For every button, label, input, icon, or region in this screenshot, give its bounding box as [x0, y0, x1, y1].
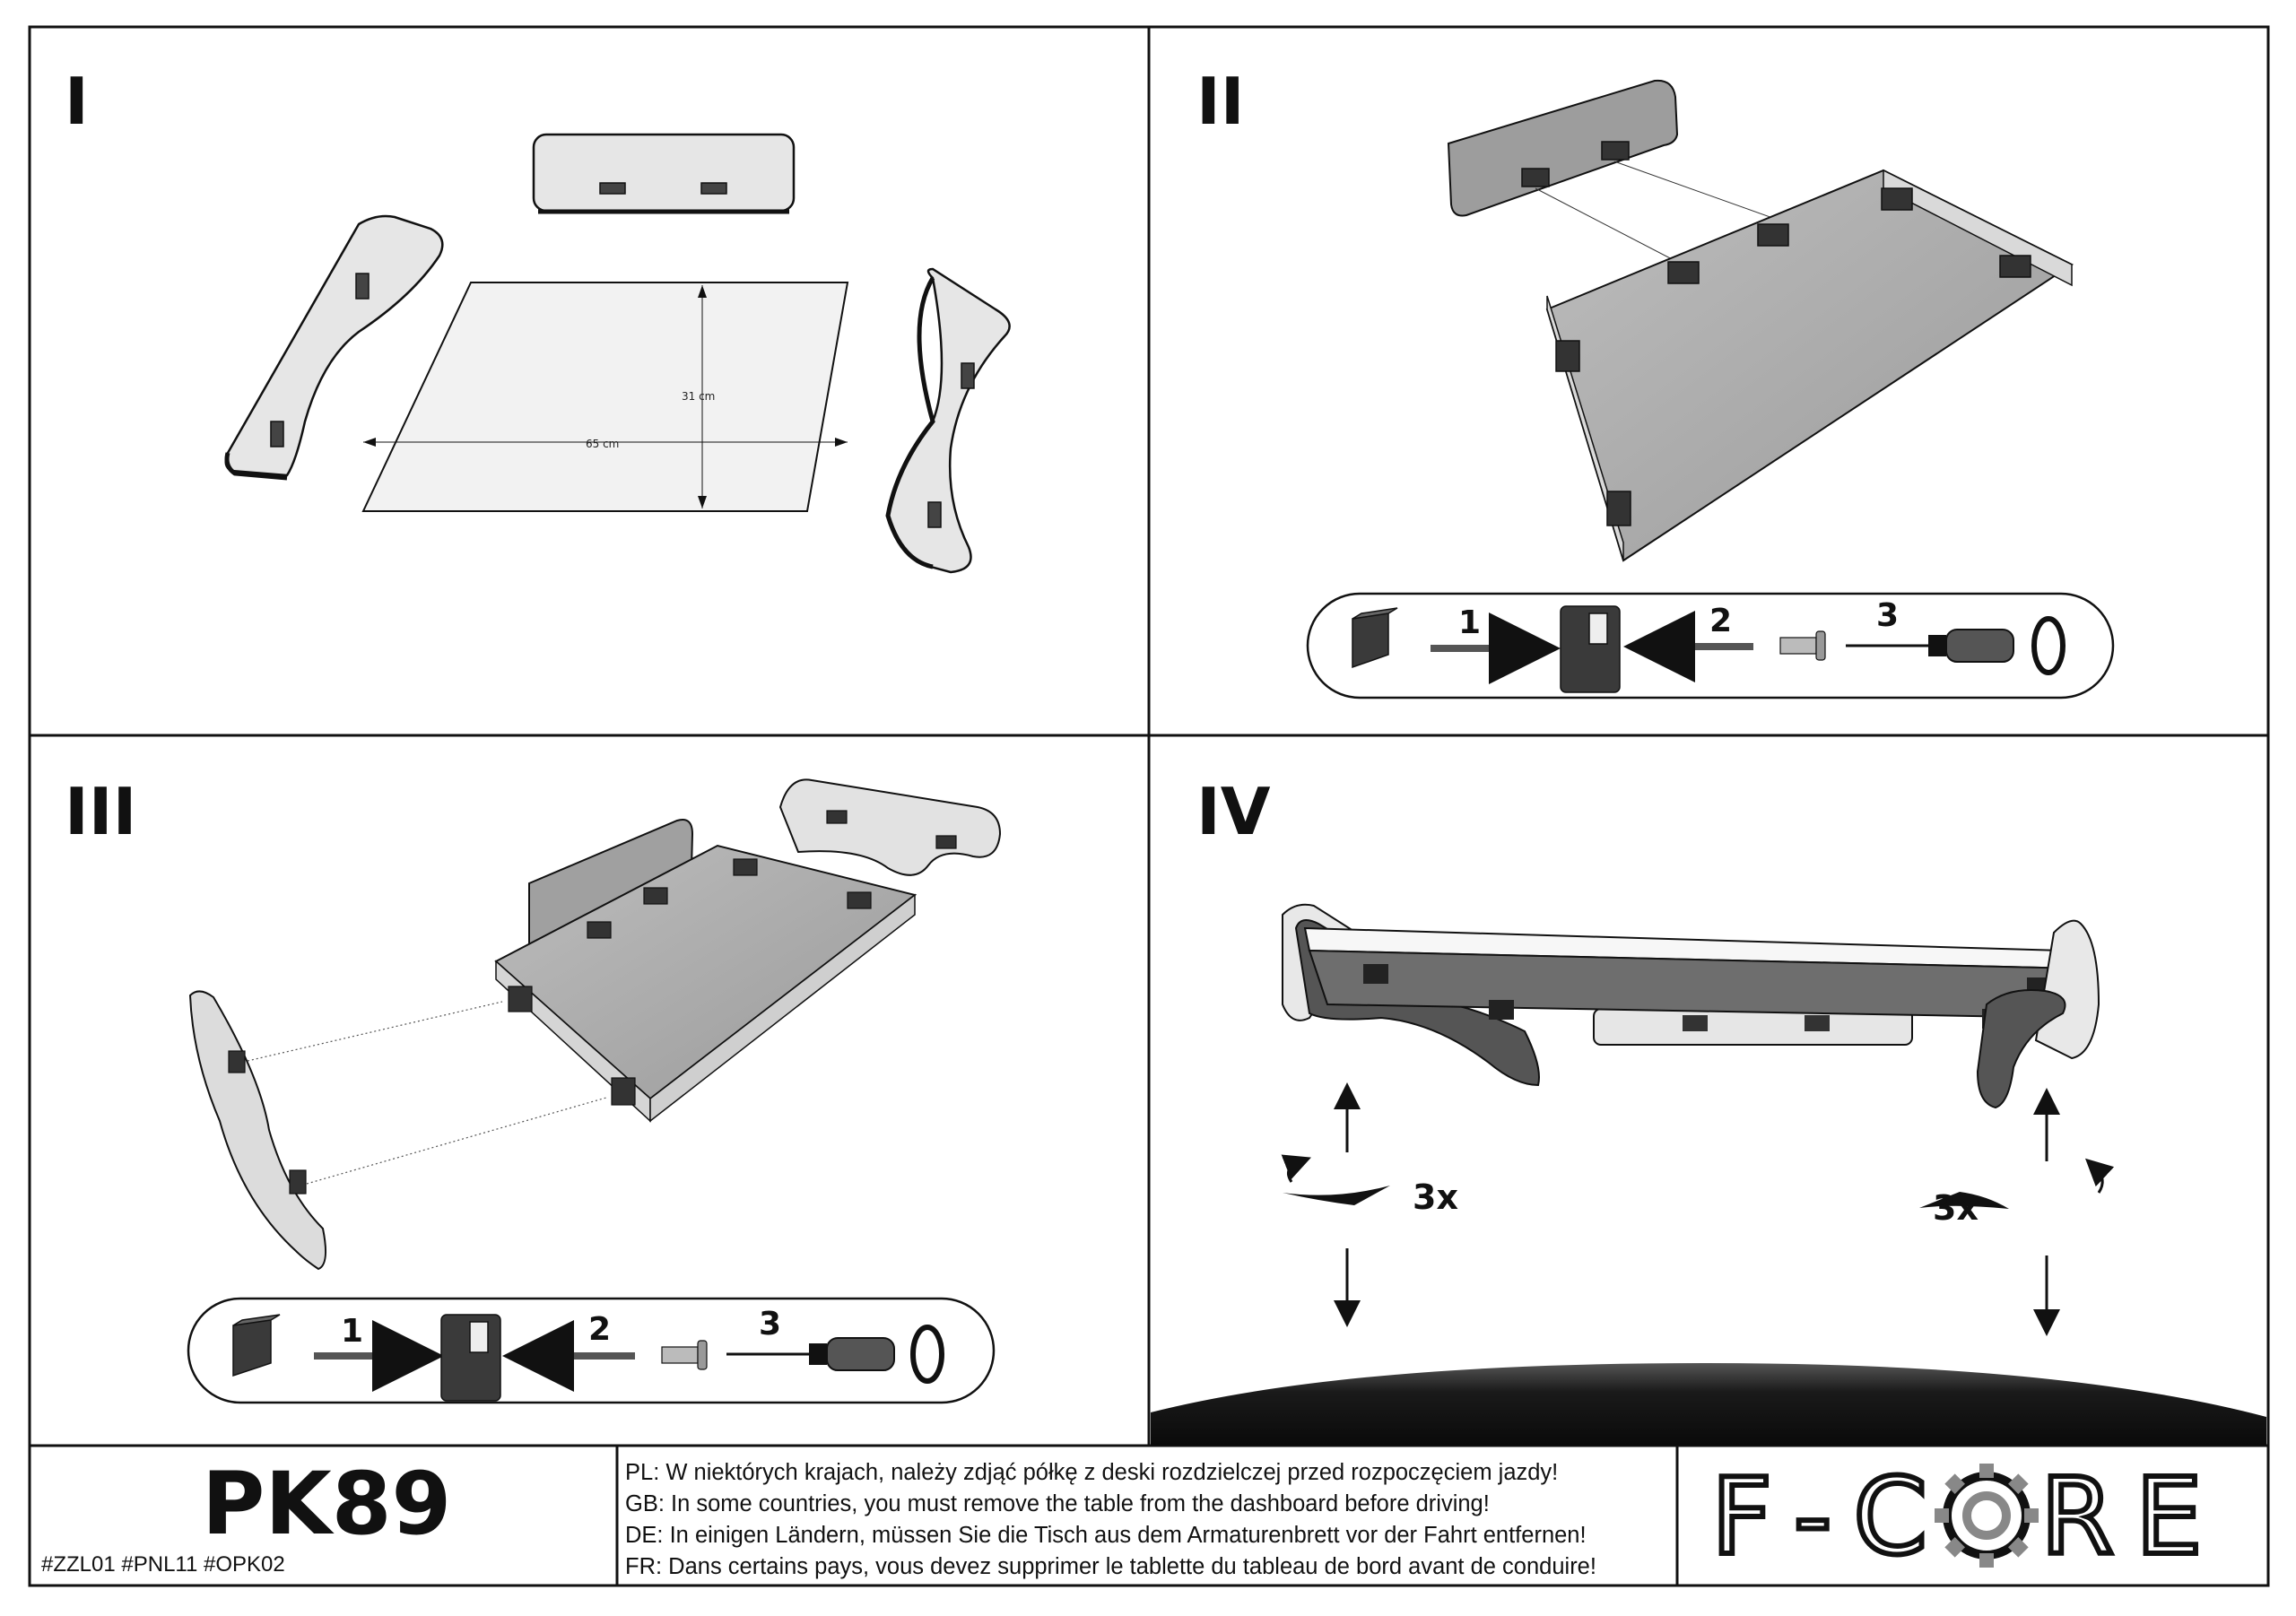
left-install-instruction: 3x [1281, 1082, 1458, 1327]
step-3-number: 3 [759, 1306, 781, 1342]
step-3-number: 3 [1876, 597, 1899, 634]
screw-icon [1779, 630, 1826, 661]
mounted-table-illustration [1282, 903, 2100, 1109]
bracket-mounted-icon [1560, 605, 1621, 693]
safety-warnings: PL: W niektórych krajach, należy zdjąć p… [625, 1460, 1596, 1579]
panel-2: II 1 [1196, 64, 2115, 699]
warning-fr: FR: Dans certains pays, vous devez suppr… [625, 1554, 1596, 1579]
screw-icon [661, 1340, 708, 1370]
left-side-part [224, 214, 444, 481]
step-2-number: 2 [1709, 603, 1732, 639]
model-number: PK89 [202, 1454, 451, 1554]
rotate-icon [1283, 1186, 1390, 1205]
panel-3: III [65, 774, 1002, 1404]
panel-4-label: IV [1196, 774, 1271, 849]
panel-1-label: I [65, 64, 89, 139]
panel-1: I 65 cm 31 cm [65, 64, 1011, 574]
fastening-steps-1: 1 2 3 [1306, 592, 2115, 699]
right-side-part [885, 267, 1011, 574]
step-2-number: 2 [588, 1311, 611, 1348]
dashboard-surface [1151, 1363, 2266, 1446]
assembly-illustration [188, 778, 1002, 1271]
right-install-instruction: 3x [1919, 1088, 2115, 1336]
step-1-number: 1 [1458, 604, 1481, 641]
depth-dimension: 31 cm [682, 390, 715, 403]
product-codes: #ZZL01 #PNL11 #OPK02 [41, 1552, 285, 1577]
bracket-mounted-icon [440, 1314, 501, 1402]
panel-3-label: III [65, 774, 136, 849]
bracket-icon [232, 1314, 281, 1377]
warning-pl: PL: W niektórych krajach, należy zdjąć p… [625, 1460, 1558, 1485]
back-board-part [532, 133, 796, 214]
left-turn-count: 3x [1413, 1177, 1458, 1217]
brand-logo: F-C RE [1709, 1452, 2224, 1581]
panel-4: IV 3x [1151, 774, 2266, 1446]
screwdriver-icon [1846, 629, 2014, 663]
panel-2-label: II [1196, 64, 1245, 139]
main-board-part: 65 cm 31 cm [361, 282, 849, 512]
logo-text-right: RE [2040, 1455, 2224, 1578]
screwdriver-icon [726, 1337, 895, 1371]
bracket-icon [1352, 607, 1398, 669]
rotate-icon [1919, 1192, 2009, 1209]
fastening-steps-2: 1 2 3 [187, 1297, 996, 1404]
rotate-icon [910, 1325, 944, 1384]
step-1-number: 1 [341, 1313, 363, 1350]
logo-text-left: F-C [1711, 1455, 1949, 1578]
warning-gb: GB: In some countries, you must remove t… [625, 1491, 1490, 1516]
rotate-icon [2031, 616, 2066, 675]
right-turn-count: 3x [1933, 1188, 1979, 1228]
gear-icon [1935, 1464, 2039, 1568]
width-dimension: 65 cm [586, 438, 619, 450]
warning-de: DE: In einigen Ländern, müssen Sie die T… [625, 1523, 1587, 1548]
footer: PK89 #ZZL01 #PNL11 #OPK02 PL: W niektóry… [41, 1452, 2224, 1581]
assembly-illustration [1447, 79, 2074, 562]
